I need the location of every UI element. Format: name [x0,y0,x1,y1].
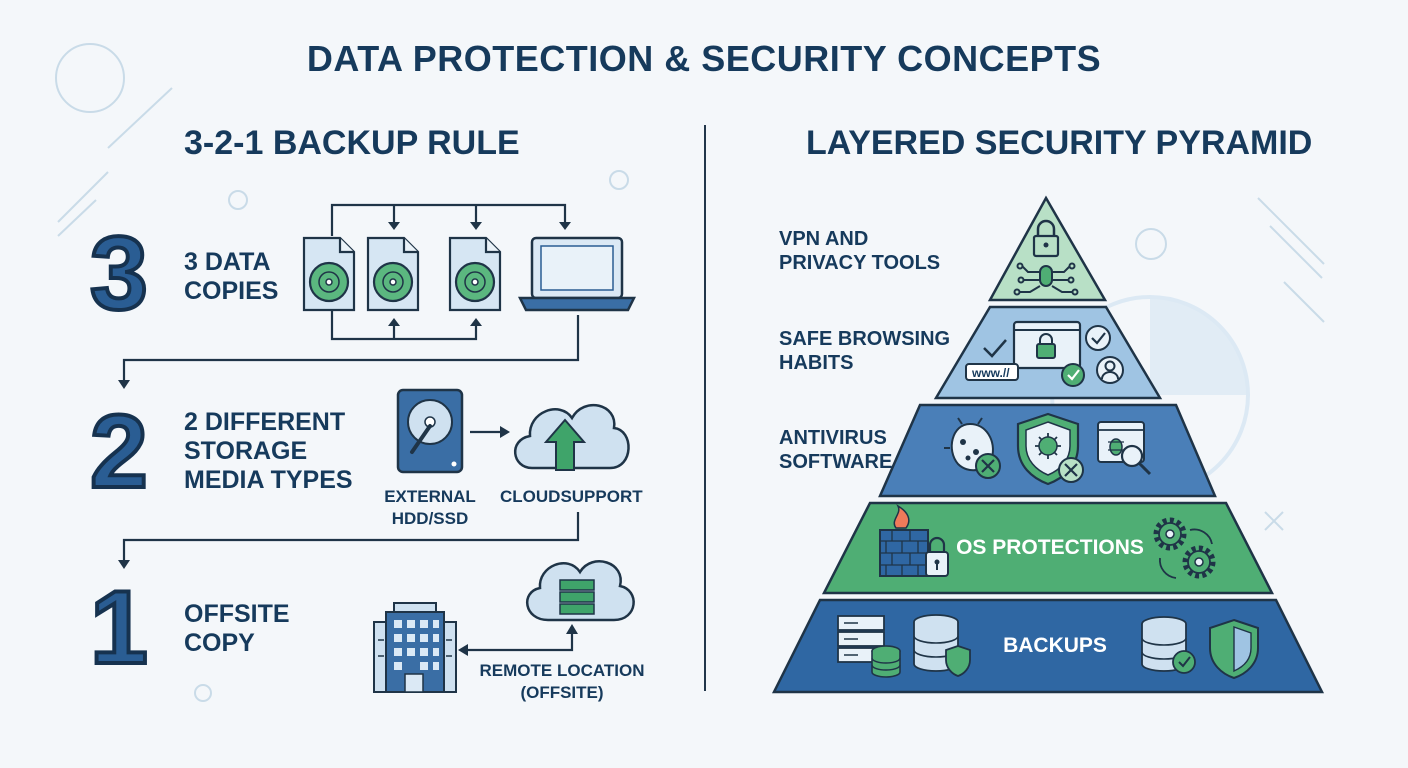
user-profile-icon [1096,356,1124,384]
cloud-label: CLOUDSUPPORT [500,487,643,506]
step-3-label-line-2: COPIES [184,277,279,305]
pyramid-label-browsing-line-2: HABITS [779,352,854,374]
step-number-3: 3 [88,216,150,332]
virus-blocked-icon [944,417,1001,479]
data-copy-disc-icon-2 [366,236,420,312]
external-hdd-icon [396,388,464,474]
background-decorations [55,43,1325,702]
pyramid-label-antivirus-line-2: SOFTWARE [779,451,893,473]
backup-rule-heading: 3-2-1 BACKUP RULE [184,124,520,162]
cloud-upload-icon [513,403,630,471]
check-circle-icon [1085,325,1111,351]
pyramid-label-antivirus: ANTIVIRUS SOFTWARE [779,426,892,474]
data-copy-disc-icon-3 [448,236,502,312]
step-number-1: 1 [88,570,150,686]
verified-check-icon [1061,363,1085,387]
url-bar-text: www.// [971,366,1010,380]
step-2-label: 2 DIFFERENT STORAGE MEDIA TYPES [184,408,353,495]
tier-backups-label: BACKUPS [1003,634,1107,657]
copies-connector-lines [122,203,580,382]
step-number-2: 2 [88,394,150,510]
firewall-lock-icon [879,504,949,577]
step-3-label: 3 DATA COPIES [184,248,278,306]
pyramid-label-vpn: VPN AND PRIVACY TOOLS [779,227,940,275]
hdd-label-line-1: EXTERNAL [384,487,476,506]
remote-location-line-1: REMOTE LOCATION [479,661,645,680]
tier-os-protections-label: OS PROTECTIONS [956,536,1144,559]
pyramid-label-browsing-line-1: SAFE BROWSING [779,328,951,350]
padlock-icon [1032,219,1060,258]
remote-location-label: REMOTE LOCATION (OFFSITE) [474,660,650,704]
media-to-offsite-connector [122,512,580,562]
step-3-label-line-1: 3 DATA [184,248,271,276]
page-title: DATA PROTECTION & SECURITY CONCEPTS [306,38,1102,79]
circuit-lock-icon [1013,262,1079,296]
step-1-label-line-1: OFFSITE [184,600,290,628]
settings-gears-icon [1153,517,1216,579]
connector-arrowheads [118,222,571,389]
background-quarter-circle [1150,297,1248,395]
cloud-server-icon [525,560,635,622]
browser-window-lock-icon [1012,320,1082,370]
pyramid-heading: LAYERED SECURITY PYRAMID [806,124,1313,162]
database-check-icon [1141,616,1196,674]
pyramid-label-antivirus-line-1: ANTIVIRUS [779,427,887,449]
office-building-icon [373,602,457,693]
pyramid-label-vpn-line-1: VPN AND [779,228,869,250]
server-rack-icon [837,615,901,678]
step-2-label-line-3: MEDIA TYPES [184,466,353,494]
hdd-label: EXTERNAL HDD/SSD [374,486,486,530]
section-divider [704,125,706,691]
remote-location-line-2: (OFFSITE) [520,683,604,702]
step-1-label-line-2: COPY [184,629,255,657]
url-bar [965,363,1019,381]
database-shield-icon [913,614,971,677]
pyramid-label-vpn-line-2: PRIVACY TOOLS [779,252,941,274]
hdd-label-line-2: HDD/SSD [391,509,469,528]
step-2-label-line-1: 2 DIFFERENT [184,408,346,436]
pyramid-label-browsing: SAFE BROWSING HABITS [779,327,950,375]
laptop-icon [517,236,637,312]
step-1-label: OFFSITE COPY [184,600,290,658]
offsite-arrowhead [118,560,130,569]
security-shield-icon [1209,618,1259,680]
checkmark-icon [983,339,1007,358]
step-2-label-line-2: STORAGE [184,437,308,465]
data-copy-disc-icon-1 [302,236,356,312]
shield-virus-icon [1016,412,1084,486]
bug-scan-icon [1097,421,1152,476]
offsite-link-arrows [466,632,574,652]
hdd-to-cloud-arrow [470,426,510,438]
